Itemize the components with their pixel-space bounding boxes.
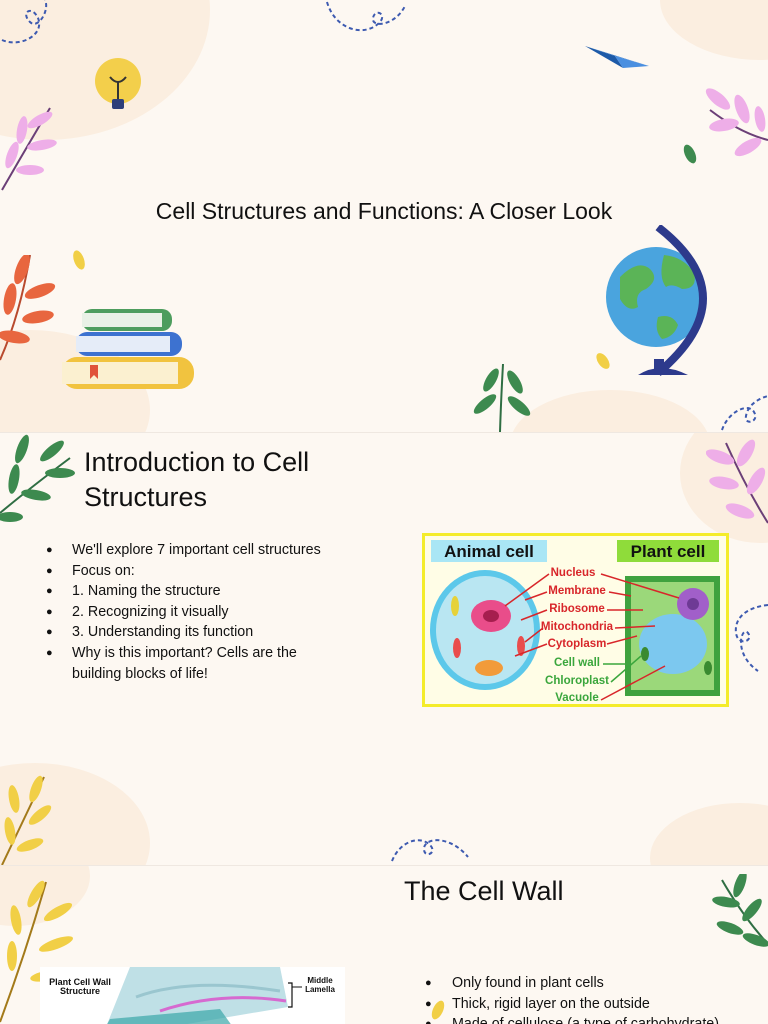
dashed-loop-icon bbox=[326, 1, 406, 32]
green-leaf-icon bbox=[712, 874, 768, 947]
diagram-label: Cytoplasm bbox=[548, 638, 607, 650]
plant-heading-bg bbox=[617, 540, 719, 562]
slide-title: Introduction to Cell Structures bbox=[84, 447, 310, 512]
diagram-label: Nucleus bbox=[551, 567, 596, 579]
yellow-leaf-icon bbox=[1, 775, 52, 865]
bullet-item: Made of cellulose (a type of carbohydrat… bbox=[425, 1014, 755, 1024]
orange-leaf-icon bbox=[0, 255, 56, 361]
dashed-loop-icon bbox=[1, 0, 48, 44]
lightbulb-icon bbox=[95, 58, 141, 109]
bullet-item: Thick, rigid layer on the outside bbox=[425, 994, 755, 1015]
diagram-label: Chloroplast bbox=[545, 675, 609, 687]
bullet-item: Why is this important? Cells are the bui… bbox=[46, 643, 346, 684]
diagram-label: Middle bbox=[307, 976, 333, 985]
bullet-list: Only found in plant cells Thick, rigid l… bbox=[425, 973, 755, 1024]
diagram-label: Cell wall bbox=[554, 657, 600, 669]
diagram-label: Mitochondria bbox=[541, 621, 614, 633]
cell-comparison-image[interactable]: Animal cell Plant cell Nucleus Membrane bbox=[422, 533, 729, 707]
cell-wall-slide[interactable]: The Cell Wall Plant Cell Wall Structure … bbox=[0, 866, 768, 1024]
animal-heading-bg bbox=[431, 540, 547, 562]
slide-title: The Cell Wall bbox=[404, 876, 564, 906]
diagram-label: Lamella bbox=[305, 985, 335, 994]
diagram-heading: Plant Cell Wall bbox=[49, 977, 111, 987]
diagram-label: Membrane bbox=[548, 585, 606, 597]
bullet-item: 1. Naming the structure bbox=[46, 581, 346, 602]
animal-cell-heading: Animal cell bbox=[444, 542, 534, 561]
small-leaf-icon bbox=[683, 144, 697, 164]
dashed-loop-icon bbox=[721, 395, 768, 431]
bullet-item: 3. Understanding its function bbox=[46, 622, 346, 643]
dashed-loop-icon bbox=[391, 839, 469, 862]
background-blob bbox=[650, 803, 768, 865]
diagram-label: Vacuole bbox=[555, 692, 598, 704]
diagram-arrows bbox=[603, 655, 642, 683]
diagram-label: Ribosome bbox=[549, 603, 605, 615]
small-leaf-icon bbox=[596, 353, 610, 369]
title-slide[interactable]: Cell Structures and Functions: A Closer … bbox=[0, 0, 768, 432]
bullet-item: 2. Recognizing it visually bbox=[46, 602, 346, 623]
pink-leaf-icon bbox=[1, 107, 57, 191]
plant-vacuole bbox=[639, 614, 707, 674]
cell-wall-diagram[interactable]: Plant Cell Wall Structure Middle Lamella bbox=[40, 967, 345, 1024]
paper-plane-icon bbox=[585, 46, 649, 68]
bullet-item: Only found in plant cells bbox=[425, 973, 755, 994]
bullet-item: Focus on: bbox=[46, 561, 346, 582]
diagram-heading: Structure bbox=[60, 986, 100, 996]
diagram-arrows bbox=[504, 573, 680, 701]
pink-leaf-icon bbox=[706, 439, 768, 524]
globe-icon bbox=[606, 225, 707, 377]
background-blob bbox=[510, 390, 710, 432]
small-leaf-icon bbox=[73, 250, 85, 270]
green-leaf-icon bbox=[473, 363, 531, 432]
bullet-item: We'll explore 7 important cell structure… bbox=[46, 540, 346, 561]
plant-cell-heading: Plant cell bbox=[631, 542, 706, 561]
dashed-loop-icon bbox=[734, 604, 768, 672]
intro-slide[interactable]: Introduction to Cell Structures We'll ex… bbox=[0, 433, 768, 865]
cell-diagram: Animal cell Plant cell Nucleus Membrane bbox=[430, 540, 720, 704]
pink-leaf-icon bbox=[705, 88, 768, 157]
bullet-list: We'll explore 7 important cell structure… bbox=[46, 540, 346, 684]
slide-title: Cell Structures and Functions: A Closer … bbox=[155, 198, 613, 224]
books-icon bbox=[62, 309, 194, 389]
green-leaf-icon bbox=[0, 434, 75, 522]
background-blob bbox=[660, 0, 768, 60]
